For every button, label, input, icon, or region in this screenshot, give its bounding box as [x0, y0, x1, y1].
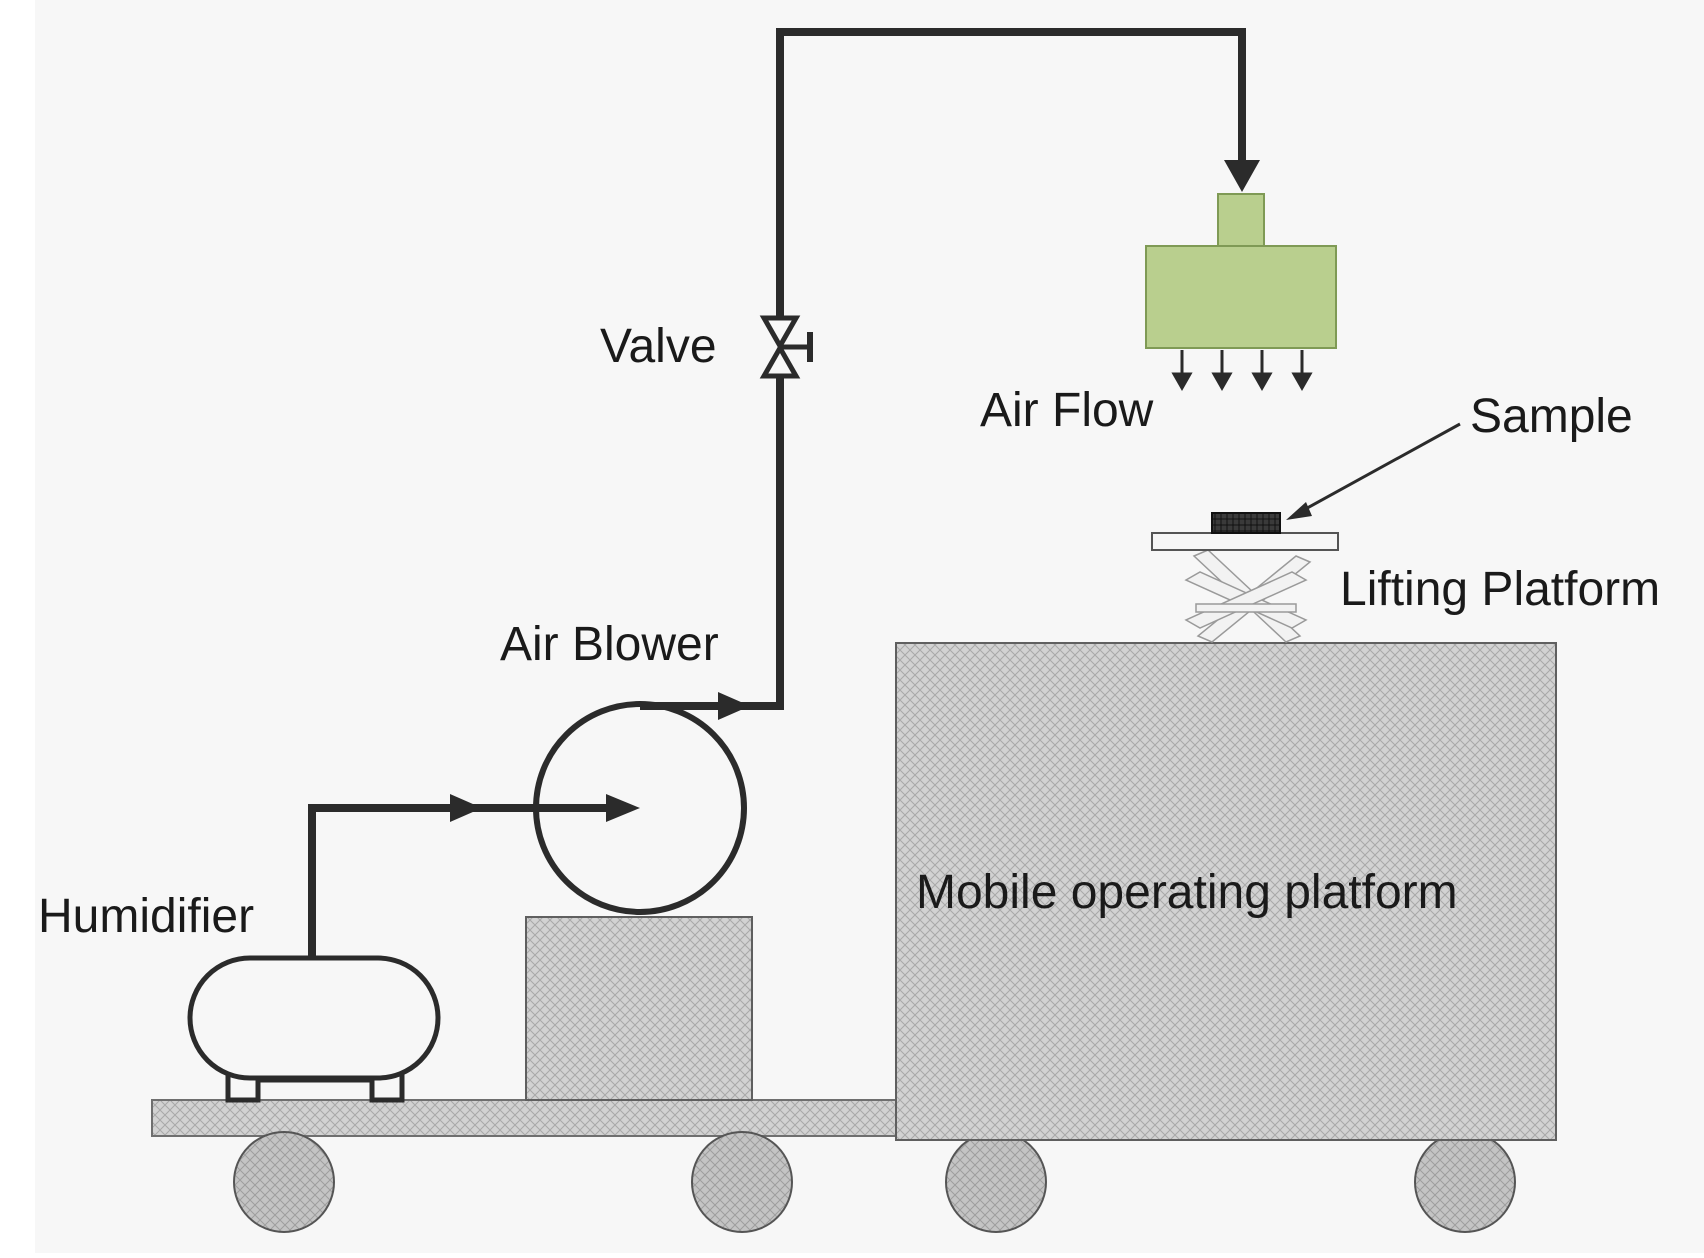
wheel-3 [945, 1131, 1047, 1233]
wheel-1 [233, 1131, 335, 1233]
arrow-into-blower [606, 794, 640, 822]
label-lifting-platform: Lifting Platform [1340, 563, 1660, 616]
air-flow-arrows [1171, 350, 1313, 392]
mobile-operating-platform [895, 642, 1557, 1141]
humidifier-tank [187, 955, 441, 1081]
air-nozzle [1145, 193, 1337, 349]
label-humidifier: Humidifier [38, 890, 254, 943]
label-valve: Valve [600, 320, 717, 373]
valve-icon [759, 315, 813, 379]
arrow-outlet [718, 692, 750, 720]
label-sample: Sample [1470, 390, 1633, 443]
label-air-blower: Air Blower [500, 618, 719, 671]
pipe-blower-to-nozzle [640, 28, 1246, 710]
lifting-platform [1151, 532, 1339, 643]
wheel-4 [1414, 1131, 1516, 1233]
arrow-into-nozzle [1224, 160, 1260, 192]
pipe-humidifier-to-blower [308, 804, 630, 958]
base-board [151, 1099, 901, 1137]
label-air-flow: Air Flow [980, 384, 1154, 437]
blower-stand [525, 916, 753, 1101]
humidifier [187, 955, 441, 1103]
arrow-into-pipe [450, 794, 482, 822]
sample-leader-arrow [1286, 422, 1461, 520]
wheel-2 [691, 1131, 793, 1233]
lifting-platform-top [1151, 532, 1339, 551]
sample [1211, 512, 1281, 534]
wheels [233, 1131, 1516, 1233]
label-mobile-operating-platform: Mobile operating platform [916, 866, 1458, 919]
